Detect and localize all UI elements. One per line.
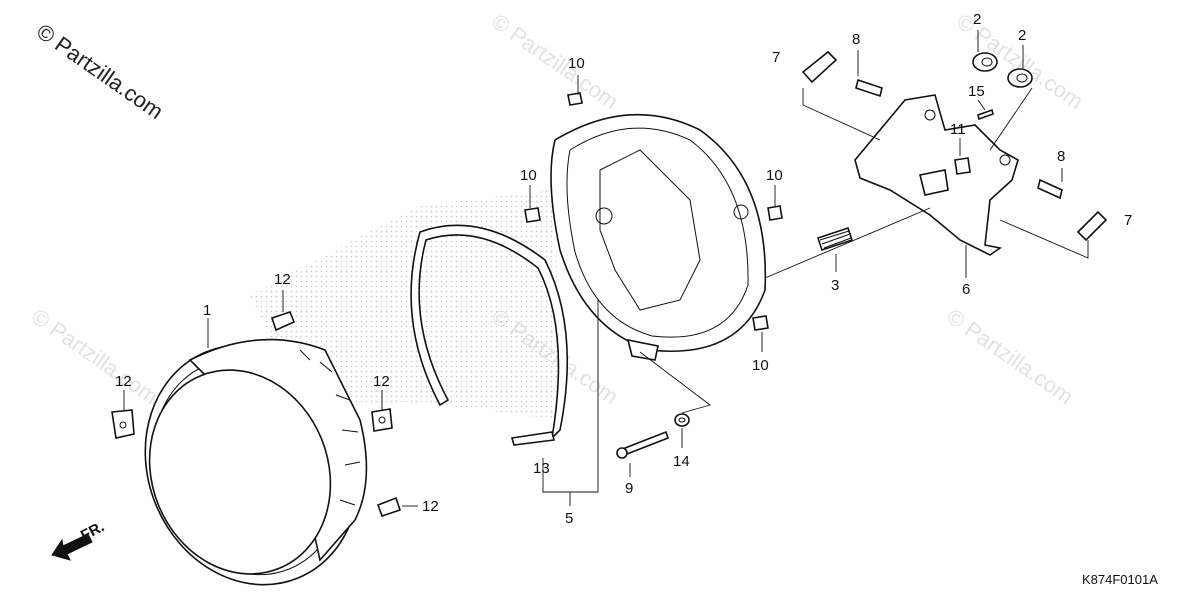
spring xyxy=(816,226,854,252)
rubber-bush xyxy=(972,52,1033,88)
watermark-faint: © Partzilla.com xyxy=(942,304,1078,410)
clip-12 xyxy=(111,311,402,518)
washer-14 xyxy=(674,413,690,427)
callout-12: 12 xyxy=(274,271,291,288)
arrow-icon xyxy=(51,533,93,561)
callout-12: 12 xyxy=(115,373,132,390)
callout-10: 10 xyxy=(520,167,537,184)
callout-3: 3 xyxy=(831,277,839,294)
callout-8: 8 xyxy=(1057,148,1065,165)
callout-11: 11 xyxy=(950,121,966,138)
callout-7: 7 xyxy=(1124,212,1132,229)
callout-10: 10 xyxy=(568,55,585,72)
rim-band xyxy=(410,224,569,446)
screw-10 xyxy=(524,92,783,331)
callout-2: 2 xyxy=(1018,27,1026,44)
callout-6: 6 xyxy=(962,281,970,298)
callout-8: 8 xyxy=(852,31,860,48)
callout-labels: 1 12 12 12 12 13 5 10 10 10 10 3 9 14 6 … xyxy=(115,11,1132,527)
diagram-code: K874F0101A xyxy=(1082,572,1158,587)
callout-12: 12 xyxy=(422,498,439,515)
leader-lines xyxy=(123,30,1089,507)
watermark-faint: © Partzilla.com xyxy=(27,304,163,410)
callout-10: 10 xyxy=(752,357,769,374)
callout-2: 2 xyxy=(973,11,981,28)
callout-9: 9 xyxy=(625,480,633,497)
headlight-bracket xyxy=(854,94,1019,256)
collar xyxy=(855,78,1063,200)
pin-15 xyxy=(977,108,994,121)
headlight-case xyxy=(550,113,767,361)
front-direction-arrow: FR. xyxy=(51,518,107,561)
callout-13: 13 xyxy=(533,460,550,477)
watermark-faint: © Partzilla.com xyxy=(487,9,623,115)
callout-12: 12 xyxy=(373,373,390,390)
nut-11 xyxy=(954,157,971,175)
callout-15: 15 xyxy=(968,83,985,100)
bolt xyxy=(801,50,1108,242)
headlight-unit xyxy=(144,338,368,586)
watermark-main: © Partzilla.com xyxy=(32,19,168,125)
callout-14: 14 xyxy=(673,453,690,470)
callout-7: 7 xyxy=(772,49,780,66)
screw-9 xyxy=(616,430,669,459)
callout-10: 10 xyxy=(766,167,783,184)
callout-5: 5 xyxy=(565,510,573,527)
callout-1: 1 xyxy=(203,302,211,319)
